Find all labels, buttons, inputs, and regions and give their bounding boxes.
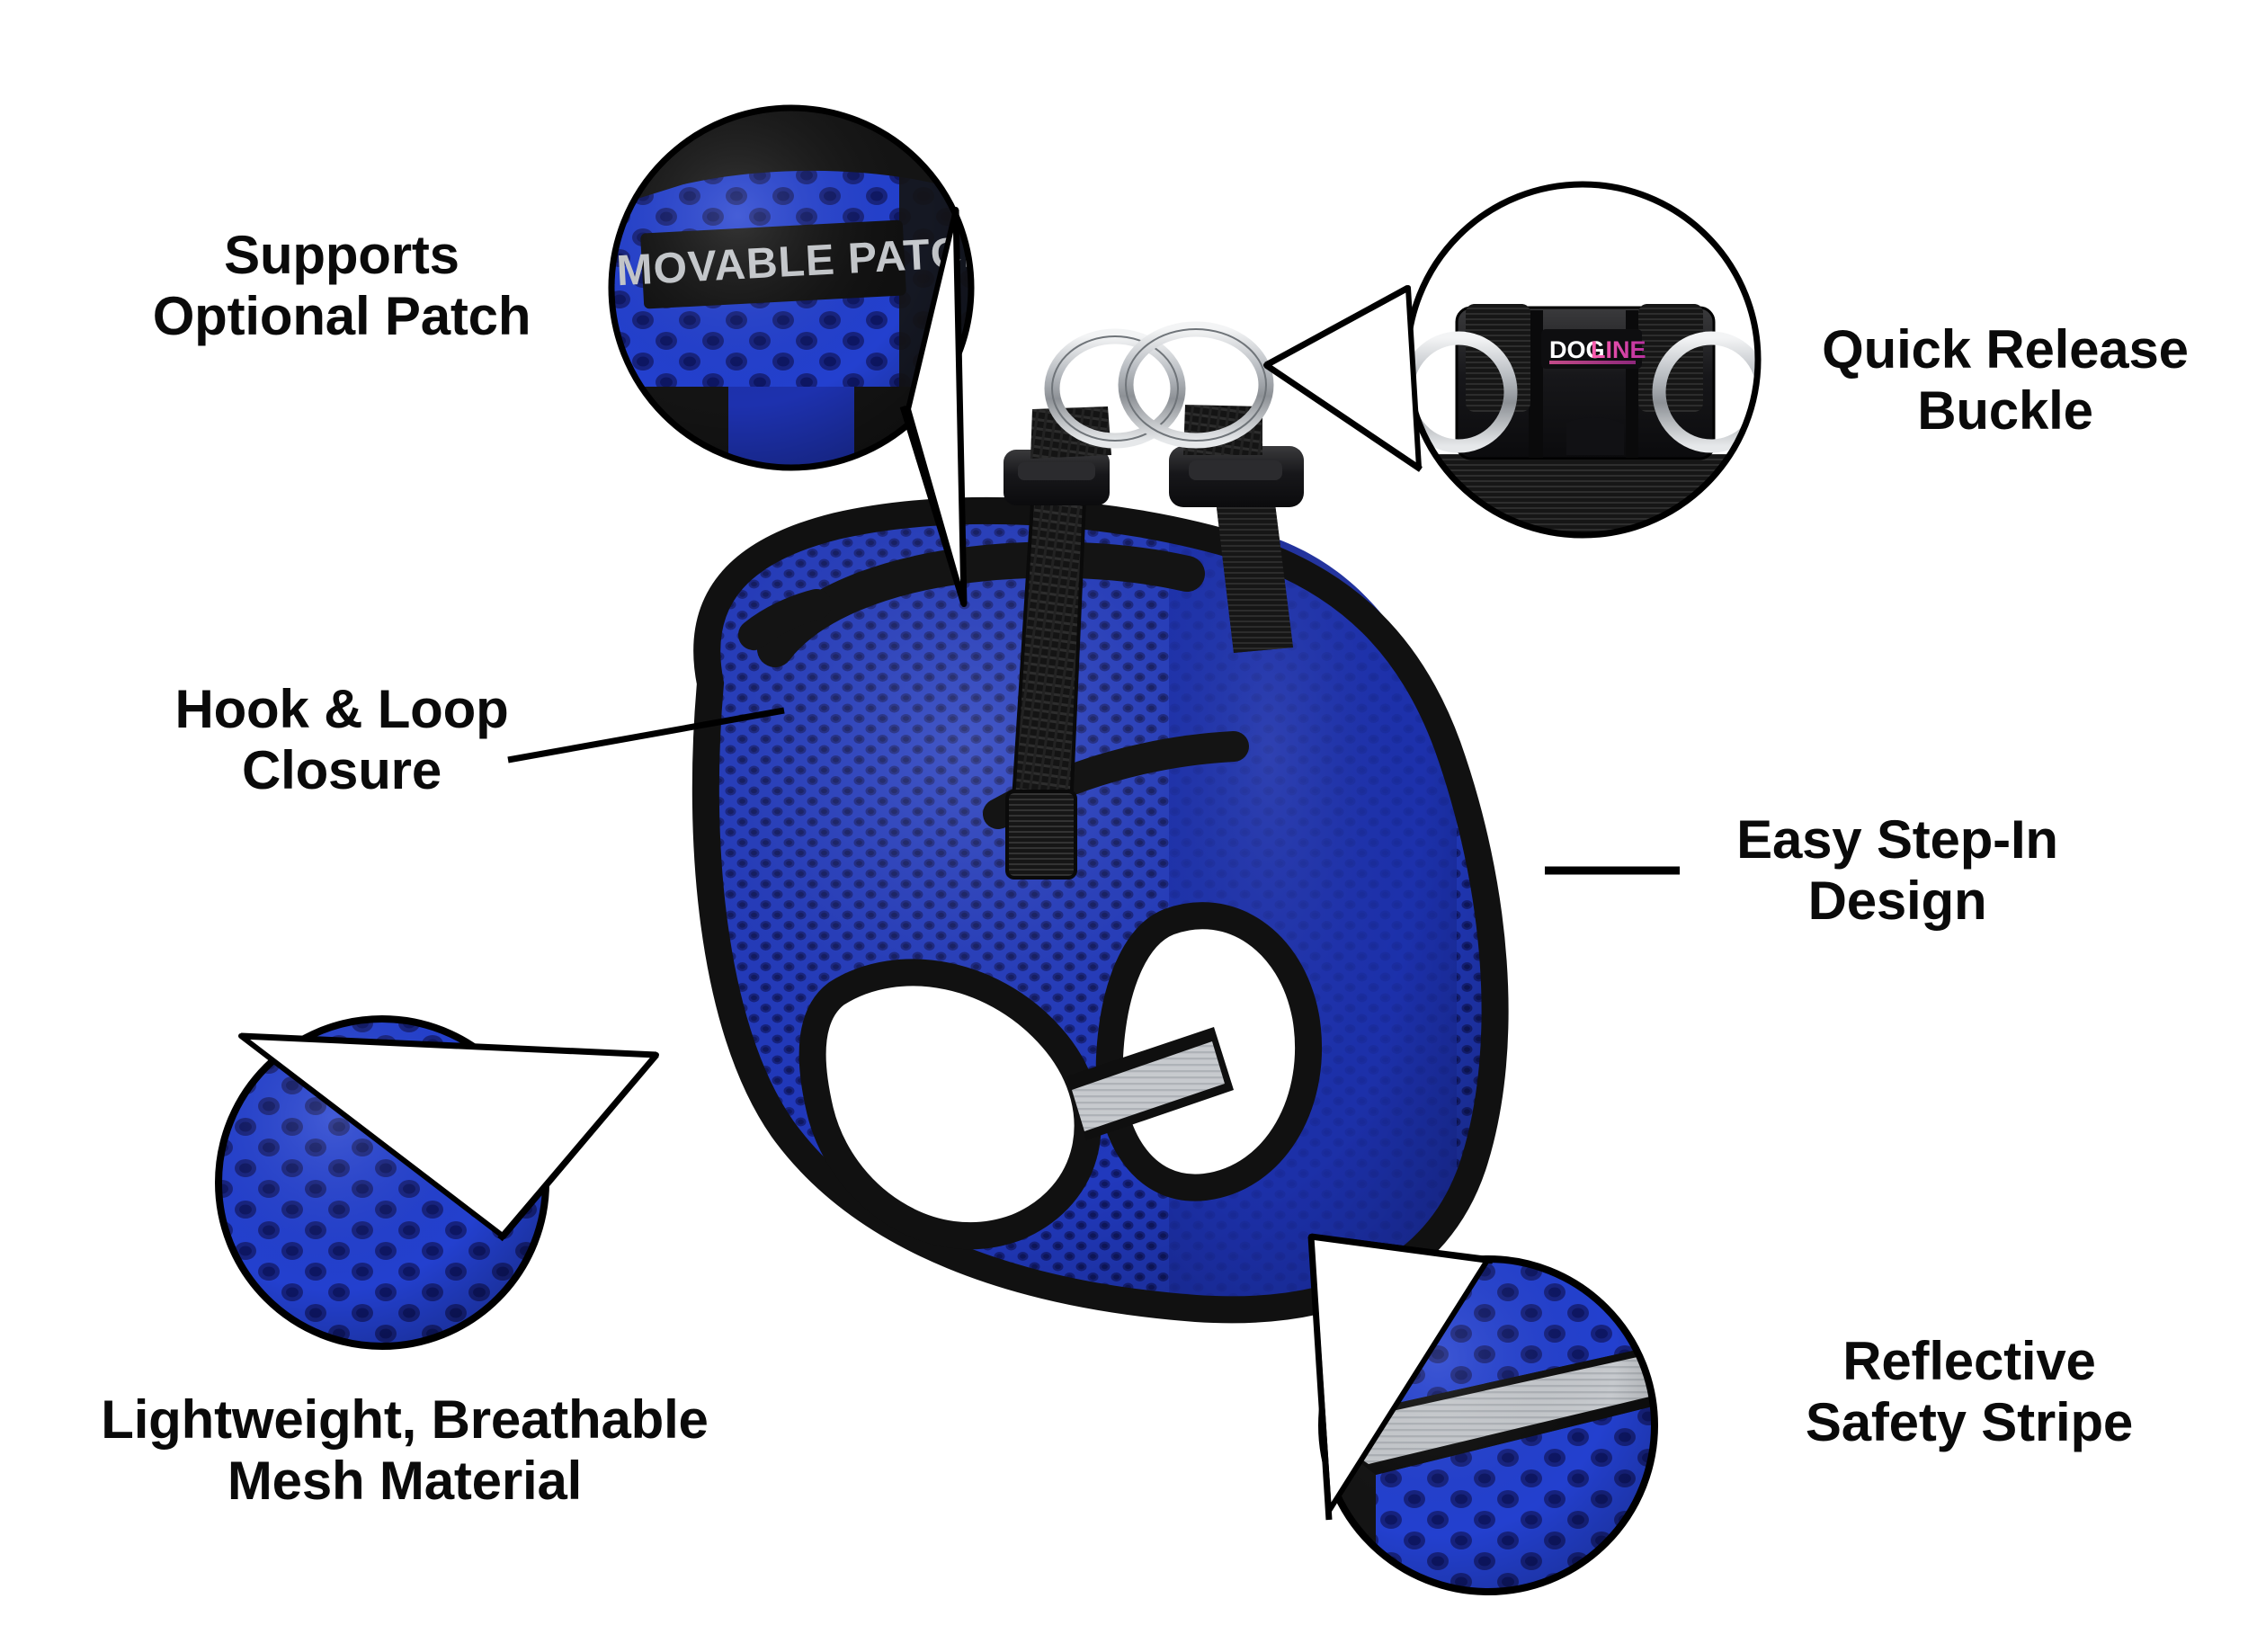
reflective-stripe-on-body bbox=[1066, 1027, 1234, 1140]
buckle-brand-dog: DOG bbox=[1549, 336, 1605, 363]
detail-circle-quick-release-buckle: DOG LINE bbox=[1263, 181, 1762, 539]
hook-and-loop-strap bbox=[1005, 497, 1087, 880]
d-ring-left bbox=[1044, 328, 1186, 449]
callout-label-hook-and-loop-closure: Hook & Loop Closure bbox=[174, 679, 509, 801]
hook-loop-leader-line bbox=[507, 707, 785, 763]
callout-label-easy-step-in-design: Easy Step-In Design bbox=[1736, 809, 2058, 932]
callout-label-lightweight-breathable-mesh: Lightweight, Breathable Mesh Material bbox=[101, 1389, 709, 1512]
front-leg-opening bbox=[798, 959, 1102, 1250]
collar-tab bbox=[738, 589, 832, 650]
callout-label-supports-optional-patch: Supports Optional Patch bbox=[152, 225, 531, 347]
shoulder-strap-right bbox=[1216, 500, 1293, 653]
strap-slider-right bbox=[1169, 446, 1304, 507]
harness-product-photo bbox=[691, 321, 1509, 1324]
d-ring-right bbox=[1118, 321, 1274, 449]
detail-circle-mesh-material bbox=[215, 1015, 659, 1350]
callout-label-reflective-safety-stripe: Reflective Safety Stripe bbox=[1805, 1331, 2134, 1453]
buckle-brand-line: LINE bbox=[1591, 336, 1646, 363]
callout-label-quick-release-buckle: Quick Release Buckle bbox=[1822, 319, 2189, 442]
strap-slider-left bbox=[1004, 450, 1110, 505]
detail-circle-reflective-stripe bbox=[1307, 1233, 1658, 1595]
